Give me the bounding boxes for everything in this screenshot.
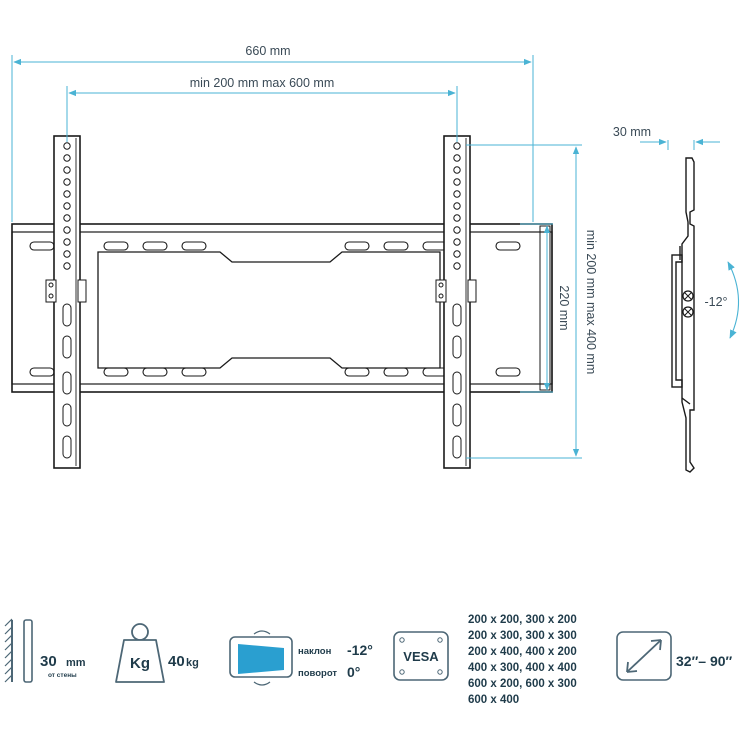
spec-wall-distance: 30 mm от стены bbox=[4, 618, 86, 683]
vesa-pattern-row: 200 x 400, 400 x 200 bbox=[468, 646, 577, 658]
vesa-pattern-row: 200 x 200, 300 x 200 bbox=[468, 614, 577, 626]
max-load-unit: kg bbox=[186, 657, 199, 669]
max-load-value: 40 bbox=[168, 653, 185, 670]
tilt-label: наклон bbox=[298, 646, 332, 657]
dimension-overall-width: 660 mm bbox=[11, 44, 534, 222]
wall-distance-icon bbox=[4, 618, 33, 683]
wall-distance-unit: mm bbox=[66, 657, 86, 669]
screen-size-value: 32″– 90″ bbox=[676, 653, 733, 669]
side-view: 30 mm -12° bbox=[613, 125, 740, 473]
vesa-horizontal-label: min 200 mm max 600 mm bbox=[190, 76, 334, 90]
screen-size-icon bbox=[616, 631, 672, 681]
vesa-pattern-row: 600 x 200, 600 x 300 bbox=[468, 678, 577, 690]
side-profile bbox=[671, 157, 695, 473]
dimension-tilt: -12° bbox=[704, 261, 740, 339]
right-bracket bbox=[435, 135, 477, 469]
weight-icon-label: Kg bbox=[130, 655, 150, 672]
spec-screen-size: 32″– 90″ bbox=[616, 631, 733, 681]
spec-tilt-swivel: наклон -12° поворот 0° bbox=[229, 630, 373, 686]
vesa-pattern-row: 600 x 400 bbox=[468, 694, 519, 706]
dimension-vesa-horizontal: min 200 mm max 600 mm bbox=[66, 76, 458, 142]
tilt-value: -12° bbox=[347, 642, 373, 658]
dimension-vesa-vertical: min 200 mm max 400 mm bbox=[466, 144, 598, 459]
overall-width-label: 660 mm bbox=[245, 44, 290, 58]
left-bracket bbox=[45, 135, 87, 469]
side-screws bbox=[682, 290, 694, 318]
wall-distance-value: 30 bbox=[40, 653, 57, 670]
spec-vesa: VESA 200 x 200, 300 x 200 200 x 300, 300… bbox=[393, 614, 577, 706]
spec-max-load: Kg 40 kg bbox=[115, 623, 199, 683]
swivel-value: 0° bbox=[347, 664, 360, 680]
depth-label: 30 mm bbox=[613, 125, 651, 139]
tilt-dimension-label: -12° bbox=[704, 295, 727, 309]
tilt-icon bbox=[229, 630, 293, 686]
weight-icon: Kg bbox=[115, 623, 165, 683]
wall-distance-caption: от стены bbox=[48, 672, 77, 679]
vesa-pattern-row: 400 x 300, 400 x 400 bbox=[468, 662, 577, 674]
plate-height-label: 220 mm bbox=[557, 285, 571, 330]
vesa-vertical-label: min 200 mm max 400 mm bbox=[584, 230, 598, 374]
vesa-pattern-row: 200 x 300, 300 x 300 bbox=[468, 630, 577, 642]
spec-bar: 30 mm от стены Kg 40 kg наклон -12° bbox=[4, 614, 733, 706]
dimension-depth: 30 mm bbox=[613, 125, 720, 150]
vesa-icon: VESA bbox=[393, 631, 449, 681]
vesa-icon-label: VESA bbox=[403, 649, 439, 664]
front-view: 660 mm min 200 mm max 600 mm 220 mm min … bbox=[11, 44, 598, 469]
wall-plate bbox=[11, 223, 553, 393]
swivel-label: поворот bbox=[298, 668, 337, 679]
dimension-plate-height: 220 mm bbox=[520, 223, 571, 393]
